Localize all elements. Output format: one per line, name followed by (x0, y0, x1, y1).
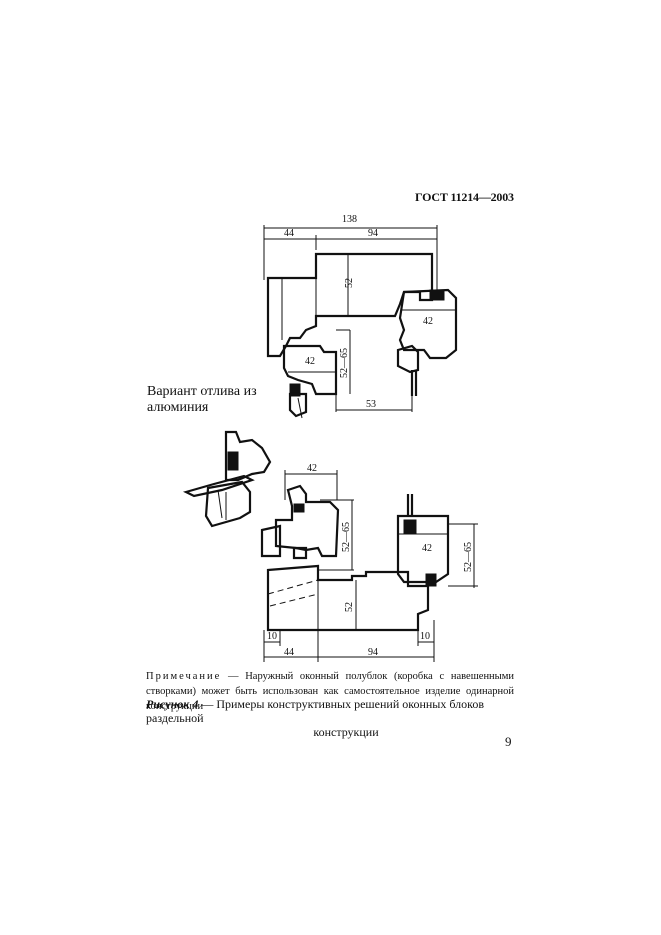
dim-bottom-left: 44 (284, 647, 294, 658)
dim-bottom-right: 94 (368, 647, 378, 658)
caption-text-line1: — Примеры конструктивных решений оконных… (146, 697, 485, 725)
dim-bottom-52: 52 (344, 602, 355, 612)
dim-top-sash-right: 42 (423, 316, 433, 327)
dim-top-total: 138 (342, 214, 357, 225)
dim-top-left: 44 (284, 228, 294, 239)
note-text: — Наружный оконный полублок (коробка с н… (146, 671, 514, 712)
top-section-drawing: 138 44 94 52 42 42 52—65 53 (263, 214, 458, 419)
dim-bottom-sash-top: 42 (307, 463, 317, 474)
page-number: 9 (505, 734, 512, 749)
dim-top-right: 94 (368, 228, 378, 239)
dim-top-sash-left: 42 (305, 356, 315, 367)
figure-caption: Рисунок 4 — Примеры конструктивных решен… (146, 697, 516, 739)
dim-bottom-range-left: 52—65 (341, 522, 352, 552)
dim-bottom-sash-right: 42 (422, 543, 432, 554)
bottom-section-drawing: 42 52—65 42 52—65 52 10 10 44 94 (182, 430, 478, 662)
figure-note: Примечание — Наружный оконный полублок (… (146, 669, 514, 714)
dim-top-52: 52 (344, 278, 355, 288)
caption-text-line2: конструкции (313, 725, 379, 739)
dim-bottom-10-right: 10 (420, 631, 430, 642)
variant-note: Вариант отлива из алюминия (147, 384, 257, 415)
dim-bottom-range-right: 52—65 (463, 542, 474, 572)
standard-header: ГОСТ 11214—2003 (415, 190, 514, 204)
dim-top-range: 52—65 (339, 348, 350, 378)
dim-bottom-10-left: 10 (267, 631, 277, 642)
caption-figure-label: Рисунок 4 (146, 697, 199, 711)
note-label: Примечание (146, 671, 222, 682)
dim-top-53: 53 (366, 399, 376, 410)
